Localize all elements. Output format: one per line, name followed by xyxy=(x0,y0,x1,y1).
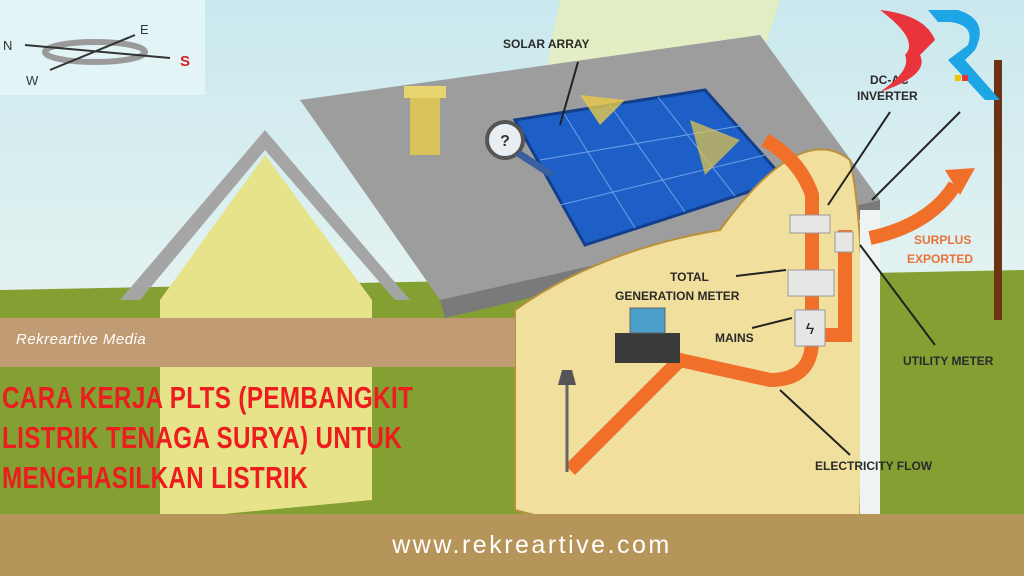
callout-lines xyxy=(559,61,961,456)
brand-bar: Rekreartive Media xyxy=(0,318,515,367)
label-surplus-2: EXPORTED xyxy=(907,252,973,266)
house-side-wall xyxy=(860,210,880,570)
monitor xyxy=(629,307,666,334)
chimney-cap xyxy=(404,86,446,98)
lamp-shade xyxy=(558,370,576,385)
utility-pole xyxy=(994,60,1002,320)
label-utility-meter: UTILITY METER xyxy=(903,354,994,368)
headline-line: CARA KERJA PLTS (PEMBANGKIT xyxy=(2,380,414,415)
surplus-arrow xyxy=(945,168,975,195)
headline-line: LISTRIK TENAGA SURYA) UNTUK xyxy=(2,420,403,455)
compass-east: E xyxy=(140,22,149,37)
magnifier-icon xyxy=(485,120,525,160)
label-inverter-2: INVERTER xyxy=(857,89,918,103)
label-total-meter-2: GENERATION METER xyxy=(615,289,740,303)
label-mains: MAINS xyxy=(715,331,754,345)
sun-arrow xyxy=(690,120,740,175)
magnifier-symbol: ? xyxy=(500,133,510,150)
headline-line: MENGHASILKAN LISTRIK xyxy=(2,460,309,495)
chimney xyxy=(410,95,440,155)
utility-meter-box xyxy=(834,231,854,253)
inverter-box xyxy=(789,214,831,234)
sun-arrow xyxy=(580,95,625,125)
lightning-icon: ϟ xyxy=(806,321,815,338)
label-total-meter-1: TOTAL xyxy=(670,270,709,284)
label-electricity-flow: ELECTRICITY FLOW xyxy=(815,459,933,473)
compass-south: S xyxy=(180,53,190,70)
generation-meter-box xyxy=(787,269,835,297)
magnifier-handle xyxy=(516,150,554,178)
gable-roof-edge xyxy=(120,130,410,300)
mains-box xyxy=(794,309,826,347)
compass-north: N xyxy=(3,38,12,53)
headline: CARA KERJA PLTS (PEMBANGKIT LISTRIK TENA… xyxy=(2,378,486,498)
site-url[interactable]: www.rekreartive.com xyxy=(392,531,672,559)
rekreartive-logo xyxy=(880,10,1000,100)
brand-name: Rekreartive Media xyxy=(16,331,147,348)
computer-unit xyxy=(615,333,680,363)
compass-west: W xyxy=(26,73,39,88)
compass-icon xyxy=(24,34,171,71)
label-solar-array: SOLAR ARRAY xyxy=(503,37,589,51)
footer-bar: www.rekreartive.com xyxy=(0,514,1024,576)
label-surplus-1: SURPLUS xyxy=(914,233,971,247)
